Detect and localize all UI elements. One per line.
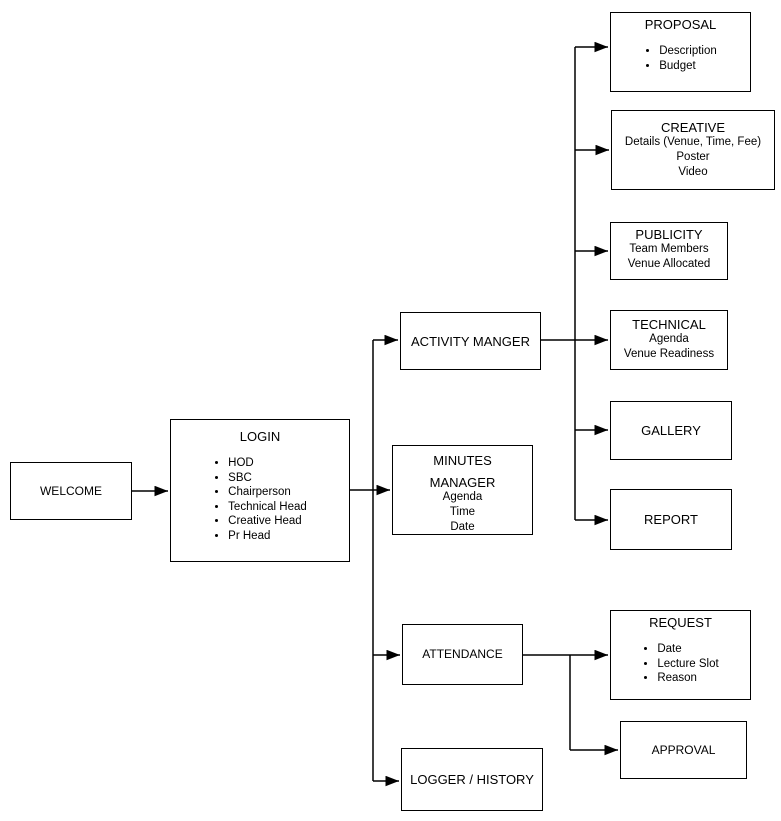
node-detail: Agenda bbox=[649, 333, 689, 345]
list-item: Chairperson bbox=[228, 485, 307, 500]
node-report: REPORT bbox=[610, 489, 732, 550]
list-item: Reason bbox=[657, 671, 718, 686]
node-publicity: PUBLICITY Team Members Venue Allocated bbox=[610, 222, 728, 280]
list-item: Date bbox=[657, 642, 718, 657]
node-approval: APPROVAL bbox=[620, 721, 747, 779]
node-title: MINUTES bbox=[433, 453, 492, 468]
list-item: Pr Head bbox=[228, 529, 307, 544]
node-title: PUBLICITY bbox=[635, 227, 703, 242]
node-title: MANAGER bbox=[429, 475, 496, 490]
node-detail: Venue Allocated bbox=[627, 258, 711, 270]
node-creative: CREATIVE Details (Venue, Time, Fee) Post… bbox=[611, 110, 775, 190]
node-minutes-manager: MINUTES MANAGER Agenda Time Date bbox=[392, 445, 533, 535]
node-technical: TECHNICAL Agenda Venue Readiness bbox=[610, 310, 728, 370]
node-title: PROPOSAL bbox=[644, 17, 717, 32]
node-detail: Details (Venue, Time, Fee) bbox=[624, 136, 762, 148]
node-login: LOGIN HOD SBC Chairperson Technical Head… bbox=[170, 419, 350, 562]
list-item: Creative Head bbox=[228, 514, 307, 529]
node-detail: Video bbox=[678, 166, 708, 178]
request-items-list: Date Lecture Slot Reason bbox=[642, 642, 718, 686]
node-detail: Poster bbox=[676, 151, 710, 163]
list-item: Technical Head bbox=[228, 500, 307, 515]
node-logger-history: LOGGER / HISTORY bbox=[401, 748, 543, 811]
node-request: REQUEST Date Lecture Slot Reason bbox=[610, 610, 751, 700]
node-detail: Venue Readiness bbox=[623, 348, 715, 360]
node-title: GALLERY bbox=[641, 423, 701, 438]
list-item: Budget bbox=[659, 59, 717, 74]
node-title: TECHNICAL bbox=[632, 317, 706, 332]
node-title: ACTIVITY MANGER bbox=[411, 333, 530, 349]
list-item: Description bbox=[659, 44, 717, 59]
login-roles-list: HOD SBC Chairperson Technical Head Creat… bbox=[213, 456, 307, 543]
node-title: REPORT bbox=[644, 512, 698, 527]
proposal-items-list: Description Budget bbox=[644, 44, 717, 73]
list-item: SBC bbox=[228, 471, 307, 486]
node-proposal: PROPOSAL Description Budget bbox=[610, 12, 751, 92]
list-item: Lecture Slot bbox=[657, 657, 718, 672]
node-gallery: GALLERY bbox=[610, 401, 732, 460]
node-title: LOGIN bbox=[239, 429, 281, 444]
list-item: HOD bbox=[228, 456, 307, 471]
node-activity-manager: ACTIVITY MANGER bbox=[400, 312, 541, 370]
node-attendance: ATTENDANCE bbox=[402, 624, 523, 685]
node-title: LOGGER / HISTORY bbox=[410, 772, 534, 787]
node-detail: Time bbox=[449, 506, 476, 518]
node-title: WELCOME bbox=[39, 483, 102, 498]
node-title: ATTENDANCE bbox=[422, 647, 503, 661]
node-title: REQUEST bbox=[649, 615, 712, 630]
node-welcome: WELCOME bbox=[10, 462, 132, 520]
node-title: APPROVAL bbox=[651, 742, 716, 757]
node-detail: Agenda bbox=[442, 491, 483, 503]
node-title: CREATIVE bbox=[660, 120, 726, 135]
node-detail: Team Members bbox=[629, 243, 709, 255]
node-detail: Date bbox=[450, 521, 475, 533]
